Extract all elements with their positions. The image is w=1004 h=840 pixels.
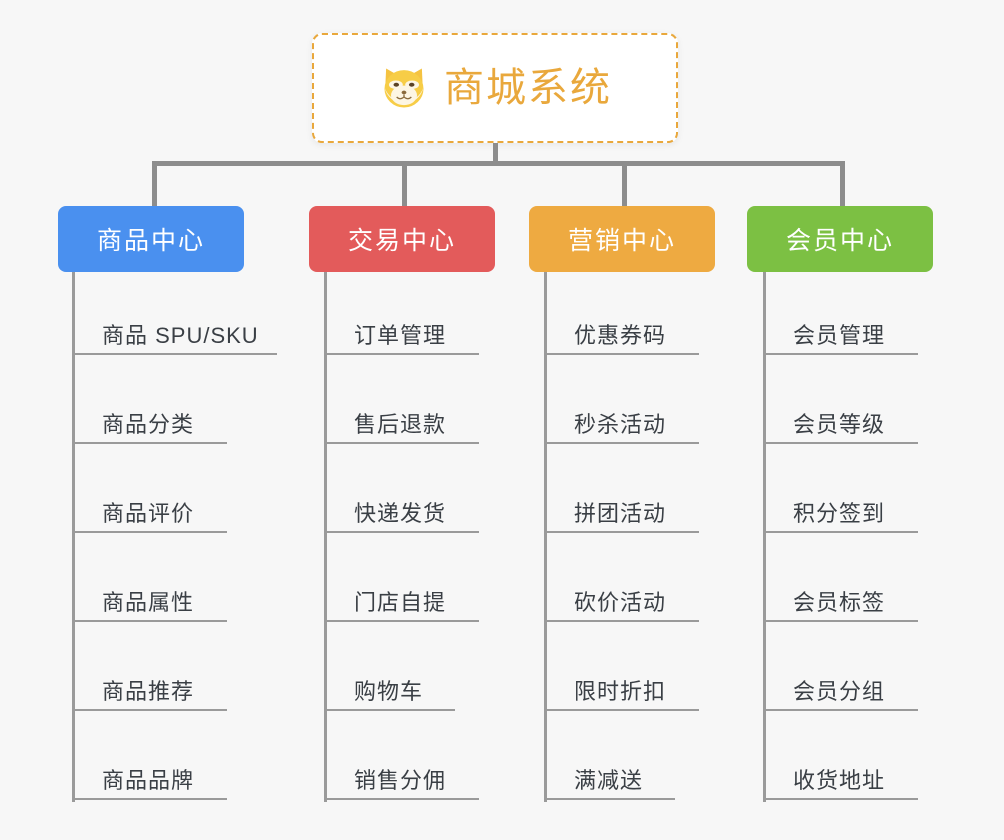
leaf-item[interactable]: 快递发货 — [324, 489, 479, 533]
leaf-item-label: 订单管理 — [354, 323, 447, 348]
root-node[interactable]: 商城系统 — [312, 33, 678, 143]
leaf-item-label: 销售分佣 — [354, 768, 447, 793]
branch-drop-connector-3 — [622, 161, 627, 206]
leaf-item-label: 秒杀活动 — [574, 412, 667, 437]
leaf-item[interactable]: 拼团活动 — [544, 489, 699, 533]
leaf-item[interactable]: 收货地址 — [763, 756, 918, 800]
leaf-item[interactable]: 会员等级 — [763, 400, 918, 444]
root-label: 商城系统 — [444, 66, 612, 110]
branch-leaf-trunk-2 — [324, 272, 327, 802]
leaf-item-label: 快递发货 — [354, 501, 447, 526]
leaf-item[interactable]: 砍价活动 — [544, 578, 699, 622]
leaf-item[interactable]: 商品评价 — [72, 489, 227, 533]
leaf-item[interactable]: 商品品牌 — [72, 756, 227, 800]
leaf-item[interactable]: 秒杀活动 — [544, 400, 699, 444]
branch-leaf-trunk-4 — [763, 272, 766, 802]
leaf-item-label: 砍价活动 — [574, 590, 667, 615]
branch-header-会员中心[interactable]: 会员中心 — [747, 206, 933, 272]
branch-header-label: 营销中心 — [567, 227, 676, 255]
leaf-item-label: 会员等级 — [793, 412, 886, 437]
leaf-item[interactable]: 商品属性 — [72, 578, 227, 622]
leaf-item-label: 商品分类 — [102, 412, 195, 437]
leaf-item[interactable]: 销售分佣 — [324, 756, 479, 800]
leaf-item[interactable]: 优惠券码 — [544, 311, 699, 355]
leaf-item-label: 满减送 — [574, 768, 644, 793]
branch-header-商品中心[interactable]: 商品中心 — [58, 206, 244, 272]
leaf-item[interactable]: 限时折扣 — [544, 667, 699, 711]
branch-bus-connector — [152, 161, 844, 166]
branch-header-label: 会员中心 — [785, 227, 894, 255]
leaf-item-label: 售后退款 — [354, 412, 447, 437]
leaf-item-label: 购物车 — [354, 679, 424, 704]
root-stem-connector — [493, 143, 498, 165]
leaf-item-label: 限时折扣 — [574, 679, 667, 704]
branch-drop-connector-2 — [402, 161, 407, 206]
branch-header-营销中心[interactable]: 营销中心 — [529, 206, 715, 272]
leaf-item-label: 收货地址 — [793, 768, 886, 793]
leaf-item[interactable]: 积分签到 — [763, 489, 918, 533]
leaf-item-label: 会员分组 — [793, 679, 886, 704]
branch-drop-connector-4 — [840, 161, 845, 206]
leaf-item[interactable]: 售后退款 — [324, 400, 479, 444]
branch-leaf-trunk-3 — [544, 272, 547, 802]
leaf-item-label: 拼团活动 — [574, 501, 667, 526]
leaf-item-label: 商品推荐 — [102, 679, 195, 704]
leaf-item-label: 优惠券码 — [574, 323, 667, 348]
branch-leaf-trunk-1 — [72, 272, 75, 802]
leaf-item[interactable]: 商品分类 — [72, 400, 227, 444]
leaf-item[interactable]: 会员分组 — [763, 667, 918, 711]
leaf-item[interactable]: 会员标签 — [763, 578, 918, 622]
leaf-item-label: 商品评价 — [102, 501, 195, 526]
branch-header-label: 交易中心 — [347, 227, 456, 255]
leaf-item-label: 商品品牌 — [102, 768, 195, 793]
leaf-item-label: 门店自提 — [354, 590, 447, 615]
leaf-item-label: 积分签到 — [793, 501, 886, 526]
branch-drop-connector-1 — [152, 161, 157, 206]
leaf-item[interactable]: 商品 SPU/SKU — [72, 311, 277, 355]
leaf-item[interactable]: 订单管理 — [324, 311, 479, 355]
leaf-item-label: 商品属性 — [102, 590, 195, 615]
leaf-item[interactable]: 购物车 — [324, 667, 455, 711]
leaf-item[interactable]: 满减送 — [544, 756, 675, 800]
shiba-dog-face-icon — [378, 62, 430, 114]
branch-header-label: 商品中心 — [96, 227, 205, 255]
leaf-item[interactable]: 商品推荐 — [72, 667, 227, 711]
leaf-item-label: 会员管理 — [793, 323, 886, 348]
leaf-item-label: 商品 SPU/SKU — [102, 323, 259, 348]
leaf-item[interactable]: 门店自提 — [324, 578, 479, 622]
leaf-item[interactable]: 会员管理 — [763, 311, 918, 355]
leaf-item-label: 会员标签 — [793, 590, 886, 615]
branch-header-交易中心[interactable]: 交易中心 — [309, 206, 495, 272]
